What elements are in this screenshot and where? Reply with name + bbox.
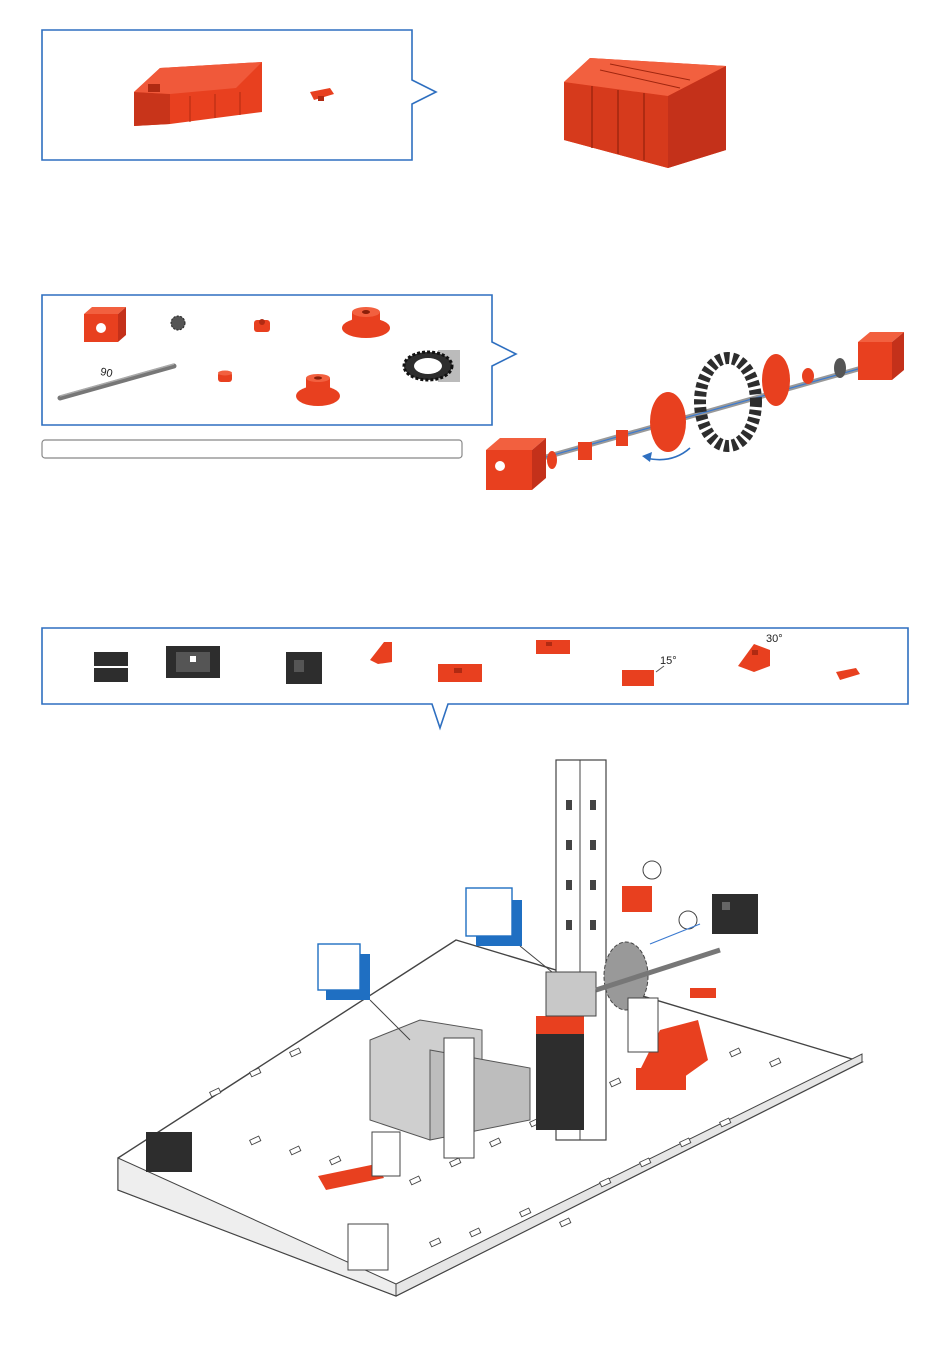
step1-section xyxy=(0,0,950,200)
clip-icon xyxy=(254,319,270,332)
building-block-icon xyxy=(84,307,126,342)
spacer-icon xyxy=(218,371,232,383)
baseplate-model-icon xyxy=(118,760,862,1296)
flat-plate-icon xyxy=(438,664,482,682)
marker-circle-1 xyxy=(643,861,661,879)
step-badge-b xyxy=(466,888,512,936)
angle-30-label: 30° xyxy=(766,633,783,645)
motor-holder-icon xyxy=(166,646,220,678)
axle-length-label: 90 xyxy=(99,366,113,380)
step1-graphics xyxy=(0,0,950,200)
step3-section: 15° 30° xyxy=(0,620,950,1350)
step2-section: 90 xyxy=(0,280,950,520)
black-cube-icon xyxy=(286,652,322,684)
step2-graphics: 90 xyxy=(0,280,950,520)
battery-box-assembly-icon xyxy=(564,58,726,168)
label-bar xyxy=(42,440,462,458)
axle-assembly-icon xyxy=(486,332,904,490)
small-gear-icon xyxy=(171,316,185,330)
step-badge-a xyxy=(318,944,360,990)
step3-graphics: 15° 30° xyxy=(0,620,950,1350)
small-plate-icon xyxy=(536,640,570,654)
angle-15-label: 15° xyxy=(660,655,677,667)
